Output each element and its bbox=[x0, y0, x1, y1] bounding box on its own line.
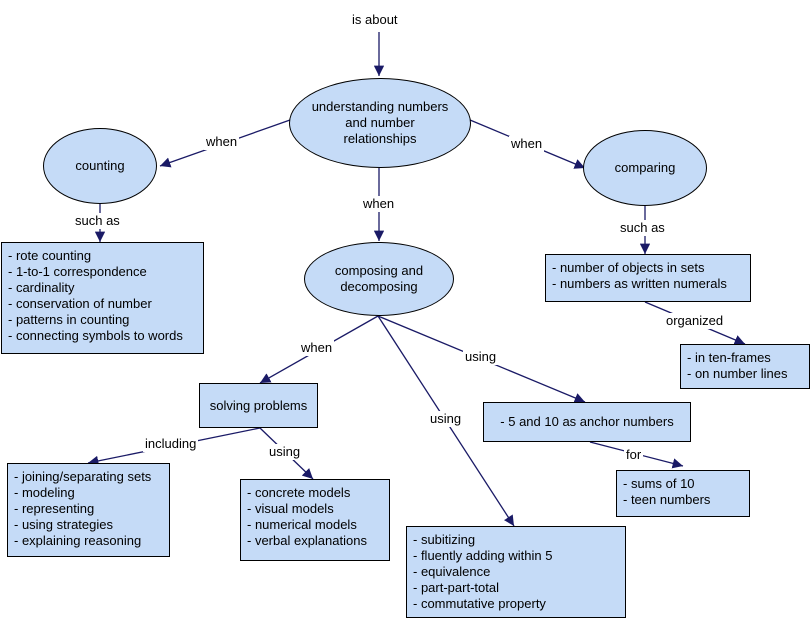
box-subitizing-examples: - subitizing - fluently adding within 5 … bbox=[406, 526, 626, 618]
list-item: - fluently adding within 5 bbox=[413, 548, 553, 563]
box-organized-examples: - in ten-frames - on number lines bbox=[680, 344, 810, 389]
list-item: - in ten-frames bbox=[687, 350, 771, 365]
list-item: - on number lines bbox=[687, 366, 788, 381]
list-item: - cardinality bbox=[8, 280, 75, 295]
link-label-such-as-counting: such as bbox=[73, 213, 122, 229]
is-about-label: is about bbox=[350, 12, 400, 28]
box-solving-problems-text: solving problems bbox=[209, 397, 308, 413]
link-label-organized: organized bbox=[664, 313, 726, 329]
list-item: - joining/separating sets bbox=[14, 469, 152, 484]
link-label-using-anchor: using bbox=[463, 349, 499, 365]
list-item: - connecting symbols to words bbox=[8, 328, 183, 343]
concept-comparing-text: comparing bbox=[614, 160, 676, 175]
list-item: - visual models bbox=[247, 501, 334, 516]
list-item: - rote counting bbox=[8, 248, 92, 263]
box-sums-examples: - sums of 10 - teen numbers bbox=[616, 470, 750, 517]
list-item: - modeling bbox=[14, 485, 75, 500]
concept-composing-text: composing and decomposing bbox=[334, 263, 424, 294]
link-label-when-counting: when bbox=[204, 134, 240, 150]
box-anchor-numbers-text: - 5 and 10 as anchor numbers bbox=[500, 414, 674, 429]
list-item: - using strategies bbox=[14, 517, 113, 532]
link-label-for: for bbox=[624, 447, 644, 463]
concept-counting: counting bbox=[43, 128, 157, 204]
link-label-using-subitizing: using bbox=[428, 411, 464, 427]
concept-comparing: comparing bbox=[583, 130, 707, 206]
list-item: - part-part-total bbox=[413, 580, 499, 595]
list-item: - numerical models bbox=[247, 517, 357, 532]
box-anchor-numbers: - 5 and 10 as anchor numbers bbox=[483, 402, 691, 442]
link-label-using-models: using bbox=[267, 444, 303, 460]
concept-composing: composing and decomposing bbox=[304, 242, 454, 316]
list-item: - patterns in counting bbox=[8, 312, 130, 327]
list-item: - teen numbers bbox=[623, 492, 711, 507]
link-label-such-as-comparing: such as bbox=[618, 220, 667, 236]
box-solving-problems: solving problems bbox=[199, 383, 318, 428]
concept-understanding: understanding numbers and number relatio… bbox=[289, 78, 471, 168]
list-item: - subitizing bbox=[413, 532, 476, 547]
list-item: - number of objects in sets bbox=[552, 260, 705, 275]
link-label-when-comparing: when bbox=[509, 136, 545, 152]
box-including-examples: - joining/separating sets - modeling - r… bbox=[7, 463, 170, 557]
list-item: - explaining reasoning bbox=[14, 533, 142, 548]
list-item: - commutative property bbox=[413, 596, 546, 611]
list-item: - numbers as written numerals bbox=[552, 276, 727, 291]
concept-understanding-text: understanding numbers and number relatio… bbox=[311, 99, 449, 146]
list-item: - 1-to-1 correspondence bbox=[8, 264, 147, 279]
link-label-when-composing: when bbox=[361, 196, 397, 212]
list-item: - concrete models bbox=[247, 485, 351, 500]
link-label-when-solving: when bbox=[299, 340, 335, 356]
list-item: - conservation of number bbox=[8, 296, 152, 311]
list-item: - representing bbox=[14, 501, 95, 516]
box-counting-examples: - rote counting - 1-to-1 correspondence … bbox=[1, 242, 204, 354]
list-item: - verbal explanations bbox=[247, 533, 367, 548]
box-models-examples: - concrete models - visual models - nume… bbox=[240, 479, 390, 561]
box-comparing-examples: - number of objects in sets - numbers as… bbox=[545, 254, 751, 302]
list-item: - sums of 10 bbox=[623, 476, 695, 491]
link-label-including: including bbox=[143, 436, 199, 452]
concept-counting-text: counting bbox=[75, 158, 125, 173]
list-item: - equivalence bbox=[413, 564, 491, 579]
